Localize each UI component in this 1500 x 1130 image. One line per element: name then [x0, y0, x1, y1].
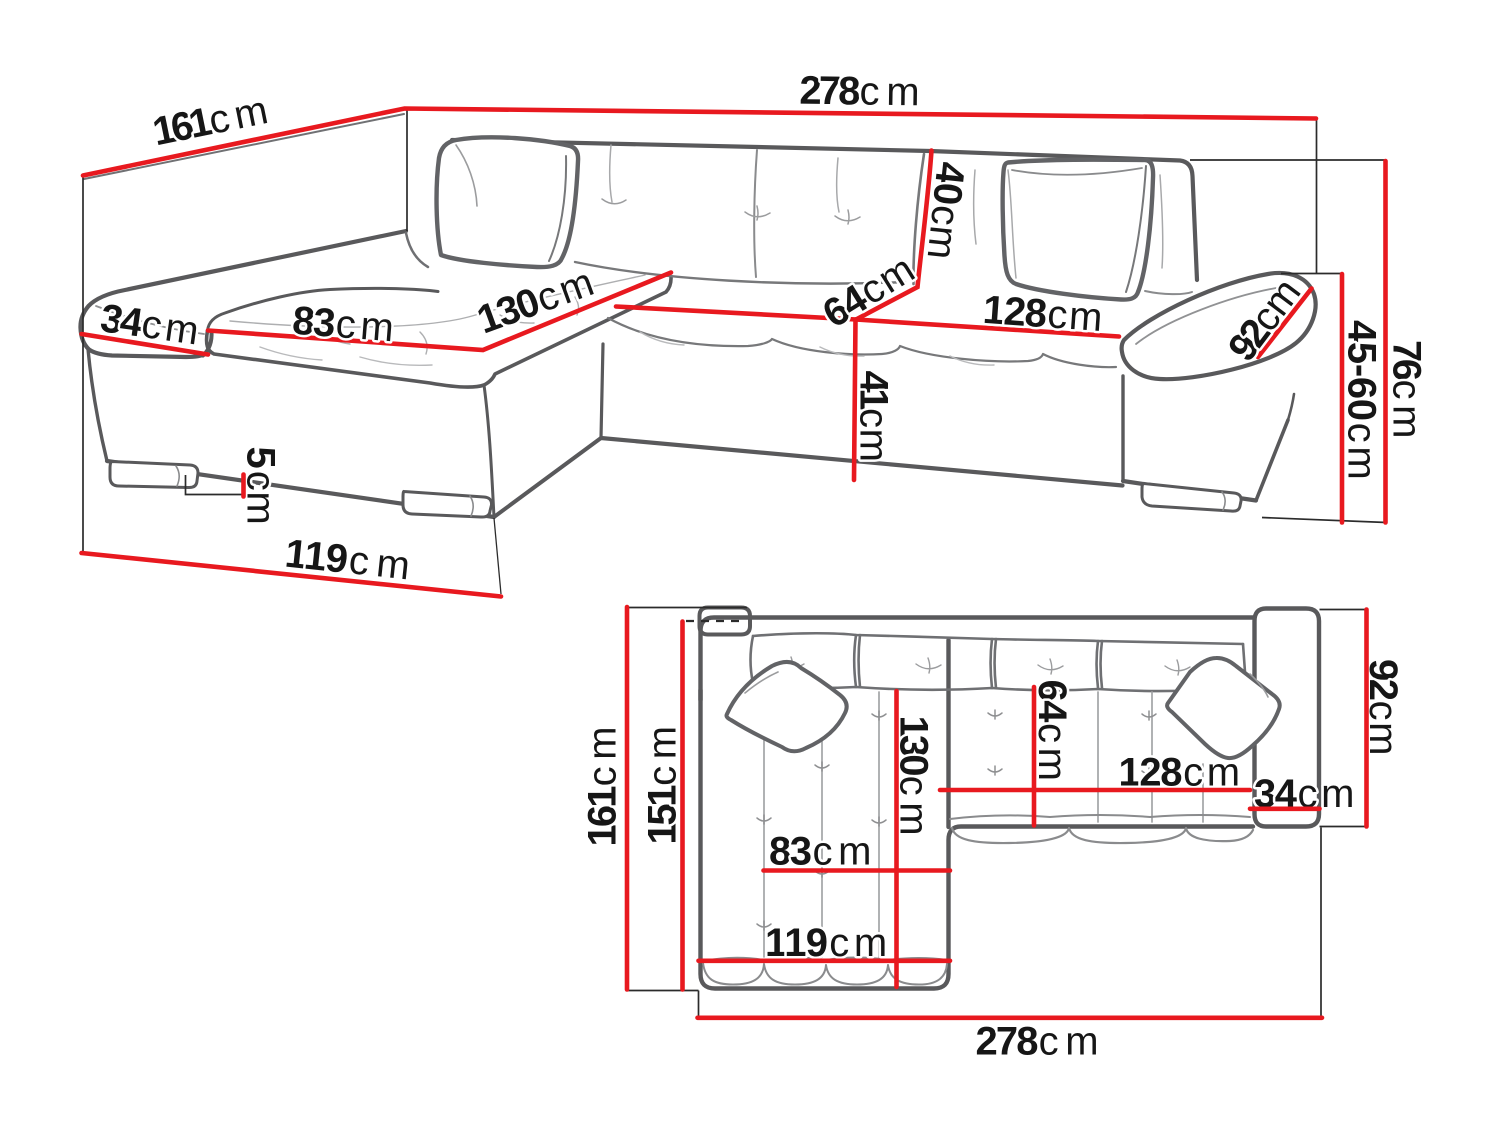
svg-text:41cm: 41cm [852, 371, 896, 463]
svg-text:76cm: 76cm [1385, 340, 1429, 439]
svg-text:45-60cm: 45-60cm [1340, 320, 1384, 480]
svg-text:40cm: 40cm [919, 160, 973, 262]
svg-text:119cm: 119cm [765, 921, 887, 965]
svg-text:34cm: 34cm [98, 296, 202, 353]
svg-text:5cm: 5cm [239, 447, 283, 525]
svg-text:119cm: 119cm [283, 532, 412, 589]
svg-text:128cm: 128cm [982, 288, 1104, 340]
svg-text:278cm: 278cm [799, 69, 920, 115]
svg-text:83cm: 83cm [769, 830, 872, 874]
svg-text:83cm: 83cm [291, 299, 396, 351]
svg-text:161cm: 161cm [581, 726, 625, 846]
svg-text:278cm: 278cm [976, 1020, 1099, 1064]
svg-text:161cm: 161cm [149, 88, 272, 154]
svg-text:151cm: 151cm [641, 726, 685, 845]
svg-text:64cm: 64cm [1030, 680, 1074, 782]
